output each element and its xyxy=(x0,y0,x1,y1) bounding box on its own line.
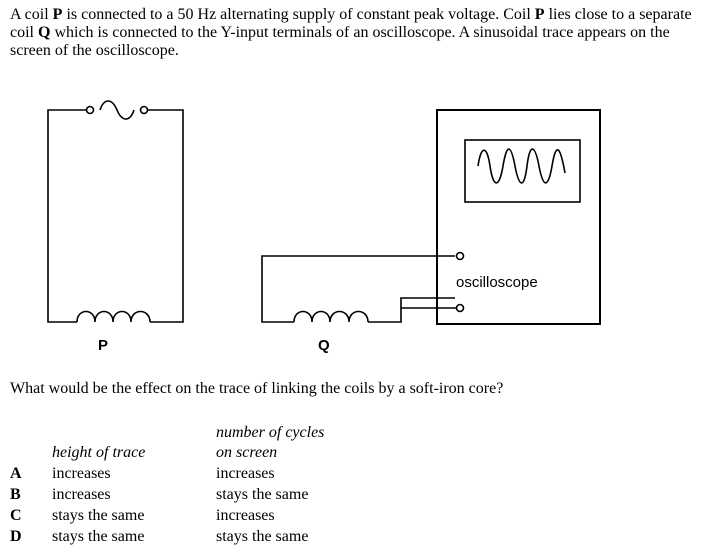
option-height: stays the same xyxy=(52,507,145,524)
coil-p xyxy=(76,310,151,323)
intro-text: is connected to a 50 Hz alternating supp… xyxy=(62,6,535,23)
question-intro: A coil P is connected to a 50 Hz alterna… xyxy=(10,6,700,60)
option-cycles: increases xyxy=(216,507,275,524)
coil-p-circuit: P xyxy=(47,100,184,354)
option-letter: D xyxy=(10,528,22,545)
option-cycles: stays the same xyxy=(216,528,309,545)
coil-q-ref: Q xyxy=(38,24,51,41)
option-letter: A xyxy=(10,465,22,482)
option-cycles: increases xyxy=(216,465,275,482)
intro-text: A coil xyxy=(10,6,53,23)
ac-supply-icon xyxy=(99,100,135,120)
terminal xyxy=(139,105,149,115)
oscilloscope: oscilloscope xyxy=(401,109,601,325)
option-letter: B xyxy=(10,486,21,503)
coil-p-ref: P xyxy=(534,6,545,23)
option-height: increases xyxy=(52,486,111,503)
intro-text: lies close to a separate coil xyxy=(10,6,692,41)
y-input-terminal xyxy=(455,251,465,261)
y-input-terminal xyxy=(455,303,465,313)
intro-text: which is connected to the Y-input termin… xyxy=(10,24,670,59)
oscilloscope-screen xyxy=(464,139,581,203)
coil-q-circuit: Q xyxy=(261,255,455,354)
coil-q-label: Q xyxy=(318,337,330,354)
question-prompt: What would be the effect on the trace of… xyxy=(10,380,504,397)
oscilloscope-label: oscilloscope xyxy=(456,274,538,291)
coil-p-label: P xyxy=(98,337,108,354)
header-cycles-line2: on screen xyxy=(216,444,278,461)
option-letter: C xyxy=(10,507,22,524)
terminal xyxy=(85,105,95,115)
header-height: height of trace xyxy=(52,444,146,461)
option-cycles: stays the same xyxy=(216,486,309,503)
coil-q xyxy=(293,310,369,323)
header-cycles-line1: number of cycles xyxy=(216,424,325,441)
option-height: increases xyxy=(52,465,111,482)
coil-p-ref: P xyxy=(52,6,63,23)
option-height: stays the same xyxy=(52,528,145,545)
sine-trace xyxy=(477,148,566,184)
